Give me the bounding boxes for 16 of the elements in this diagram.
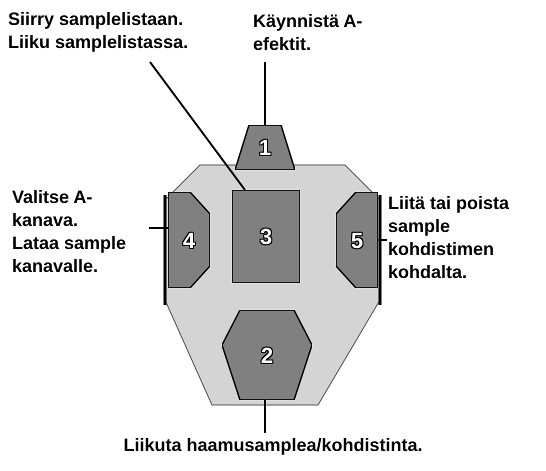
callout-text: Käynnistä A-efektit.	[253, 10, 373, 56]
leader-line	[149, 227, 168, 229]
controller-button: 4	[168, 192, 210, 288]
controller-button: 3	[232, 190, 300, 283]
callout-text: Liikuta haamusamplea/kohdistinta.	[0, 434, 546, 457]
controller-button: 2	[222, 310, 312, 400]
controller-button: 1	[235, 125, 295, 170]
callout-text: Liiku samplelistassa.	[8, 31, 190, 54]
leader-line	[264, 400, 266, 433]
callout-text: Valitse A-kanava.	[12, 186, 94, 232]
callout-text: Liitä tai poista sample kohdistimen kohdalta.	[388, 192, 528, 284]
leader-line	[264, 62, 266, 125]
leader-line	[149, 61, 246, 191]
controller-button: 5	[336, 192, 378, 288]
callout-text: Lataa sample kanavalle.	[12, 232, 128, 278]
callout-text: Siirry samplelistaan.	[8, 8, 184, 31]
